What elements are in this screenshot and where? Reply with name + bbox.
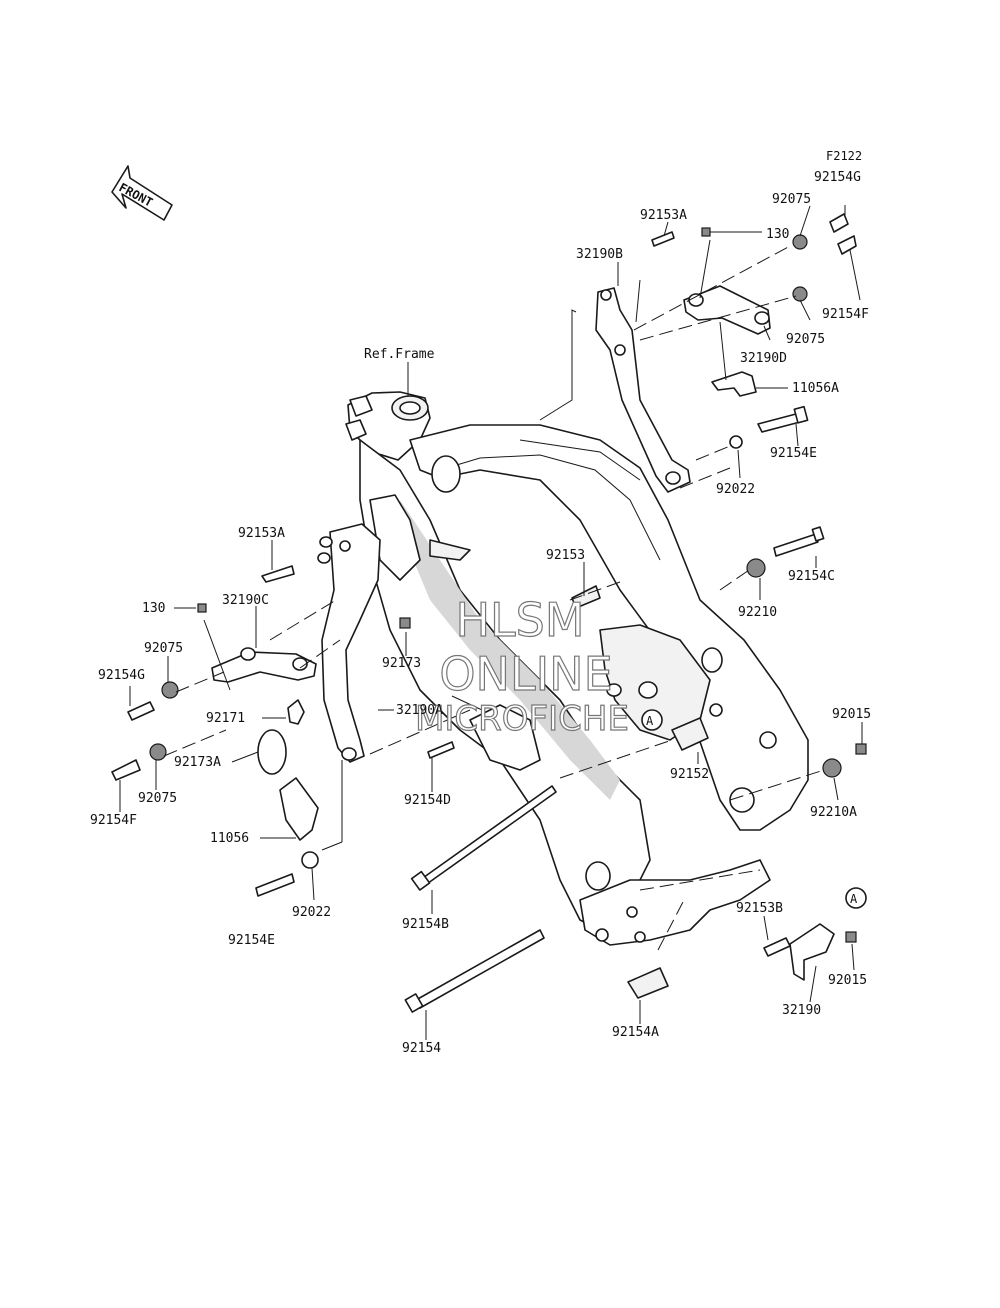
part-label-92075-top: 92075 (772, 192, 811, 207)
part-label-92015-right: 92015 (832, 707, 871, 722)
part-label-92152: 92152 (670, 767, 709, 782)
bracket-32190a (321, 523, 381, 763)
part-label-92154g-left: 92154G (98, 668, 145, 683)
callout-a-label-bracket: A (850, 892, 858, 906)
part-label-92153: 92153 (546, 548, 585, 563)
part-label-130-top: 130 (766, 227, 789, 242)
part-label-32190d: 32190D (740, 351, 787, 366)
part-label-92154e-right: 92154E (770, 446, 817, 461)
part-label-32190b: 32190B (576, 247, 623, 262)
part-label-92154g-top: 92154G (814, 170, 861, 185)
part-label-92154: 92154 (402, 1041, 441, 1056)
bracket-11056 (279, 777, 319, 841)
part-label-32190c: 32190C (222, 593, 269, 608)
alignment-lines (163, 245, 825, 951)
part-label-130-left: 130 (142, 601, 165, 616)
part-label-32190: 32190 (782, 1003, 821, 1018)
ref-frame-label: Ref.Frame (364, 347, 435, 362)
front-arrow-icon: FRONT (111, 165, 173, 221)
part-label-92015-bottom: 92015 (828, 973, 867, 988)
part-label-92075-top2: 92075 (786, 332, 825, 347)
part-label-92210a: 92210A (810, 805, 857, 820)
part-label-92075-left2: 92075 (138, 791, 177, 806)
part-label-92022-right: 92022 (716, 482, 755, 497)
watermark: HLSM ONLINE MICROFICHE (414, 592, 629, 739)
bracket-11056a (711, 371, 757, 397)
part-labels: F2122 Ref.Frame 92154G 92075 92153A 130 … (90, 149, 871, 1056)
watermark-line-3: MICROFICHE (415, 699, 629, 739)
bracket-32190c (211, 647, 317, 683)
part-label-32190a: 32190A (396, 703, 443, 718)
bolts (111, 213, 867, 1013)
clamp-92171 (287, 699, 305, 725)
part-label-11056: 11056 (210, 831, 249, 846)
part-label-92173a: 92173A (174, 755, 221, 770)
part-label-92154a: 92154A (612, 1025, 659, 1040)
part-label-92210: 92210 (738, 605, 777, 620)
callout-a-frame: A (641, 709, 663, 731)
figure-code: F2122 (826, 149, 862, 163)
part-label-92153a-left: 92153A (238, 526, 285, 541)
part-label-11056a: 11056A (792, 381, 839, 396)
part-label-92075-left: 92075 (144, 641, 183, 656)
part-label-92154f-left: 92154F (90, 813, 137, 828)
part-label-92154e-left: 92154E (228, 933, 275, 948)
bracket-32190d (683, 285, 771, 335)
part-label-92173: 92173 (382, 656, 421, 671)
part-label-92154b: 92154B (402, 917, 449, 932)
part-label-92171: 92171 (206, 711, 245, 726)
part-label-92154f-top: 92154F (822, 307, 869, 322)
callout-a-label-frame: A (646, 714, 654, 728)
bracket-32190b (595, 287, 691, 493)
part-label-92153a-top: 92153A (640, 208, 687, 223)
part-label-92022-left: 92022 (292, 905, 331, 920)
frame-body (345, 391, 809, 946)
part-label-92153b: 92153B (736, 901, 783, 916)
part-label-92154d: 92154D (404, 793, 451, 808)
watermark-line-2: ONLINE (439, 647, 612, 701)
clamp-92173a (257, 729, 287, 775)
callout-a-bracket: A (845, 887, 867, 909)
leader-lines (119, 205, 863, 1040)
watermark-line-1: HLSM (455, 593, 584, 647)
part-label-92154c: 92154C (788, 569, 835, 584)
